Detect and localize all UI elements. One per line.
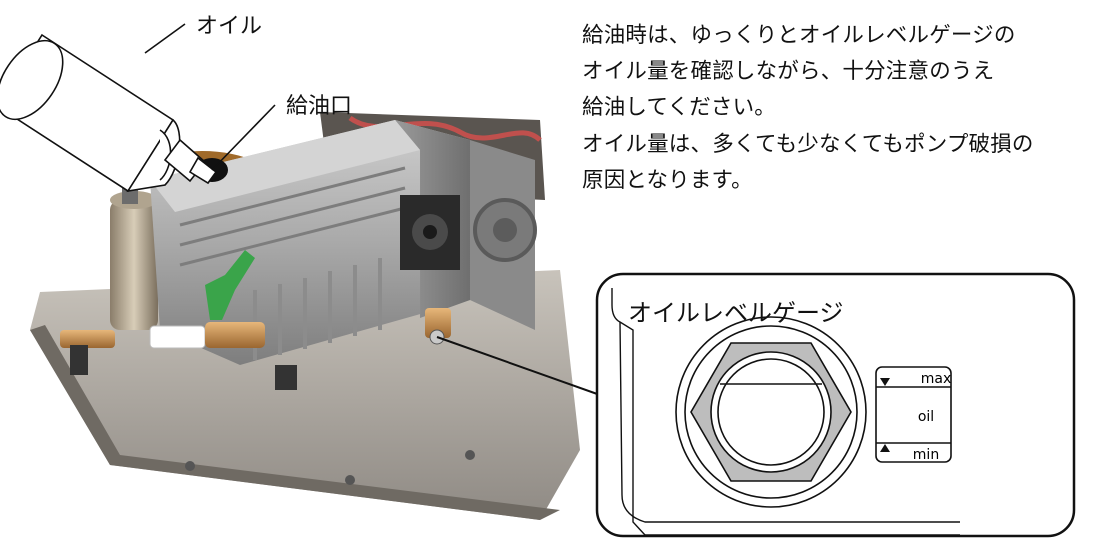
gauge-callout: max oil min <box>595 272 1076 538</box>
instruction-line: 給油してください。 <box>582 95 777 121</box>
filler-port-label: 給油口 <box>286 94 353 119</box>
min-triangle-icon <box>880 444 890 452</box>
instruction-line: オイル量を確認しながら、十分注意のうえ <box>582 59 995 85</box>
gauge-leader-line <box>436 336 601 396</box>
gauge-max-label: max <box>921 371 952 387</box>
instruction-line: 給油時は、ゆっくりとオイルレベルゲージの <box>582 23 1016 48</box>
vacuum-pump-photo <box>30 112 580 520</box>
filler-port-leader-line <box>211 104 276 171</box>
gauge-oil-label: oil <box>918 409 934 425</box>
oil-label: オイル <box>196 14 263 39</box>
instruction-line: オイル量は、多くても少なくてもポンプ破損の <box>582 131 1034 157</box>
max-triangle-icon <box>880 378 890 386</box>
instructions-text: 給油時は、ゆっくりとオイルレベルゲージの オイル量を確認しながら、十分注意のうえ… <box>582 18 1082 199</box>
gauge-min-label: min <box>913 447 939 463</box>
oil-leader-line <box>144 23 186 54</box>
instruction-line: 原因となります。 <box>582 167 753 193</box>
oil-bottle <box>0 33 218 193</box>
gauge-title: オイルレベルゲージ <box>628 299 844 327</box>
